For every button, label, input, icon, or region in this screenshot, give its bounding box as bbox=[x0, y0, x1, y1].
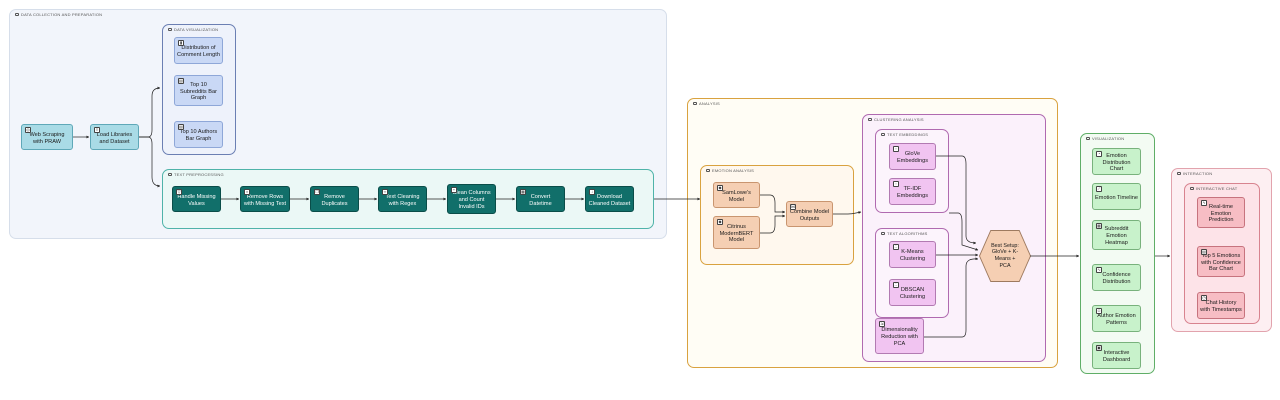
node-pca[interactable]: ⇲Dimensionality Reduction with PCA bbox=[875, 318, 924, 354]
model-icon: ◆ bbox=[717, 185, 723, 191]
group-label: DATA COLLECTION AND PREPARATION bbox=[21, 12, 103, 17]
group-label: DATA VISUALIZATION bbox=[174, 27, 219, 32]
clock-icon: ◷ bbox=[1201, 295, 1207, 301]
group-label: CLUSTERING ANALYSIS bbox=[874, 117, 924, 122]
calendar-icon: ▦ bbox=[520, 189, 526, 195]
group-label: INTERACTIVE CHAT bbox=[1196, 186, 1238, 191]
node-clean-columns[interactable]: ⌁Clean Columns and Count Invalid IDs bbox=[447, 184, 496, 214]
group-label: ANALYSIS bbox=[699, 101, 720, 106]
text-icon bbox=[881, 132, 885, 137]
cluster-icon: ∴ bbox=[893, 282, 899, 288]
node-glove[interactable]: ▫GloVe Embeddings bbox=[889, 143, 936, 170]
node-best-setup[interactable]: Best Setup: GloVe + K-Means + PCA bbox=[980, 231, 1030, 281]
node-dist-comment[interactable]: ▮Distribution of Comment Length bbox=[174, 37, 223, 64]
node-text-cleaning[interactable]: ‹›Text Cleaning with Regex bbox=[378, 186, 427, 212]
line-chart-icon: ⟋ bbox=[1096, 186, 1102, 192]
bolt-icon: ϟ bbox=[1201, 200, 1207, 206]
group-label: INTERACTION bbox=[1183, 171, 1213, 176]
wave-icon: ∿ bbox=[1096, 267, 1102, 273]
group-label: EMOTION ANALYSIS bbox=[712, 168, 755, 173]
code-icon: ‹› bbox=[382, 189, 388, 195]
node-citrinus-model[interactable]: ◆Citrinus ModernBERT Model bbox=[713, 216, 760, 249]
download-icon: ↓ bbox=[589, 189, 595, 195]
user-icon: ☺ bbox=[1096, 308, 1102, 314]
node-handle-missing[interactable]: ▽Handle Missing Values bbox=[172, 186, 221, 212]
merge-icon: ⋈ bbox=[790, 204, 796, 210]
dashboard-icon: ▣ bbox=[1096, 345, 1102, 351]
node-confidence-distribution[interactable]: ∿Confidence Distribution bbox=[1092, 264, 1141, 291]
node-emotion-distribution[interactable]: ◔Emotion Distribution Chart bbox=[1092, 148, 1141, 175]
copy-icon: ❐ bbox=[314, 189, 320, 195]
pie-chart-icon: ◔ bbox=[1096, 151, 1102, 157]
node-samlowe-model[interactable]: ◆SamLowe's Model bbox=[713, 182, 760, 208]
node-remove-duplicates[interactable]: ❐Remove Duplicates bbox=[310, 186, 359, 212]
node-kmeans[interactable]: ∴K-Means Clustering bbox=[889, 241, 936, 268]
node-web-scraping[interactable]: ◎Web Scraping with PRAW bbox=[21, 124, 73, 150]
filter-icon: ▽ bbox=[176, 189, 182, 195]
node-top10-subreddits[interactable]: ▤Top 10 Subreddits Bar Graph bbox=[174, 75, 223, 106]
node-convert-datetime[interactable]: ▦Convert Datetime bbox=[516, 186, 565, 212]
folder-icon bbox=[15, 12, 19, 17]
node-author-patterns[interactable]: ☺Author Emotion Patterns bbox=[1092, 305, 1141, 332]
node-top5-emotions[interactable]: ▤Top 5 Emotions with Confidence Bar Char… bbox=[1197, 246, 1245, 277]
grid-icon: ▦ bbox=[1096, 223, 1102, 229]
cluster-icon bbox=[868, 117, 872, 122]
chat-icon bbox=[1190, 186, 1194, 191]
group-label: TEXT ALGORITHMS bbox=[887, 231, 928, 236]
node-subreddit-heatmap[interactable]: ▦Subreddit Emotion Heatmap bbox=[1092, 220, 1141, 250]
trash-icon: × bbox=[244, 189, 250, 195]
bar-chart-icon: ▤ bbox=[178, 78, 184, 84]
gear-icon bbox=[881, 231, 885, 236]
text-icon bbox=[168, 172, 172, 177]
database-icon: ≡ bbox=[94, 127, 100, 133]
node-combine-outputs[interactable]: ⋈Combine Model Outputs bbox=[786, 201, 833, 227]
cluster-icon: ∴ bbox=[893, 244, 899, 250]
bar-chart-icon: ▤ bbox=[1201, 249, 1207, 255]
bar-chart-icon: ▤ bbox=[178, 124, 184, 130]
group-label: VISUALIZATION bbox=[1092, 136, 1125, 141]
node-download-cleaned[interactable]: ↓Download Cleaned Dataset bbox=[585, 186, 634, 212]
embed-icon: ▫ bbox=[893, 146, 899, 152]
group-label: TEXT EMBEDDINGS bbox=[887, 132, 929, 137]
analysis-icon bbox=[693, 101, 697, 106]
group-label: TEXT PREPROCESSING bbox=[174, 172, 224, 177]
chart-icon bbox=[1086, 136, 1090, 141]
chart-icon bbox=[168, 27, 172, 32]
broom-icon: ⌁ bbox=[451, 187, 457, 193]
model-icon: ◆ bbox=[717, 219, 723, 225]
node-chat-history[interactable]: ◷Chat History with Timestamps bbox=[1197, 292, 1245, 319]
node-tfidf[interactable]: ▫TF-IDF Embeddings bbox=[889, 178, 936, 205]
pointer-icon bbox=[1177, 171, 1181, 176]
globe-icon: ◎ bbox=[25, 127, 31, 133]
node-dbscan[interactable]: ∴DBSCAN Clustering bbox=[889, 279, 936, 306]
node-interactive-dashboard[interactable]: ▣Interactive Dashboard bbox=[1092, 342, 1141, 369]
node-remove-rows[interactable]: ×Remove Rows with Missing Text bbox=[240, 186, 290, 212]
node-load-libraries[interactable]: ≡Load Libraries and Dataset bbox=[90, 124, 139, 150]
node-emotion-timeline[interactable]: ⟋Emotion Timeline bbox=[1092, 183, 1141, 210]
embed-icon: ▫ bbox=[893, 181, 899, 187]
node-top10-authors[interactable]: ▤Top 10 Authors Bar Graph bbox=[174, 121, 223, 148]
chart-icon: ▮ bbox=[178, 40, 184, 46]
smile-icon bbox=[706, 168, 710, 173]
reduce-icon: ⇲ bbox=[879, 321, 885, 327]
